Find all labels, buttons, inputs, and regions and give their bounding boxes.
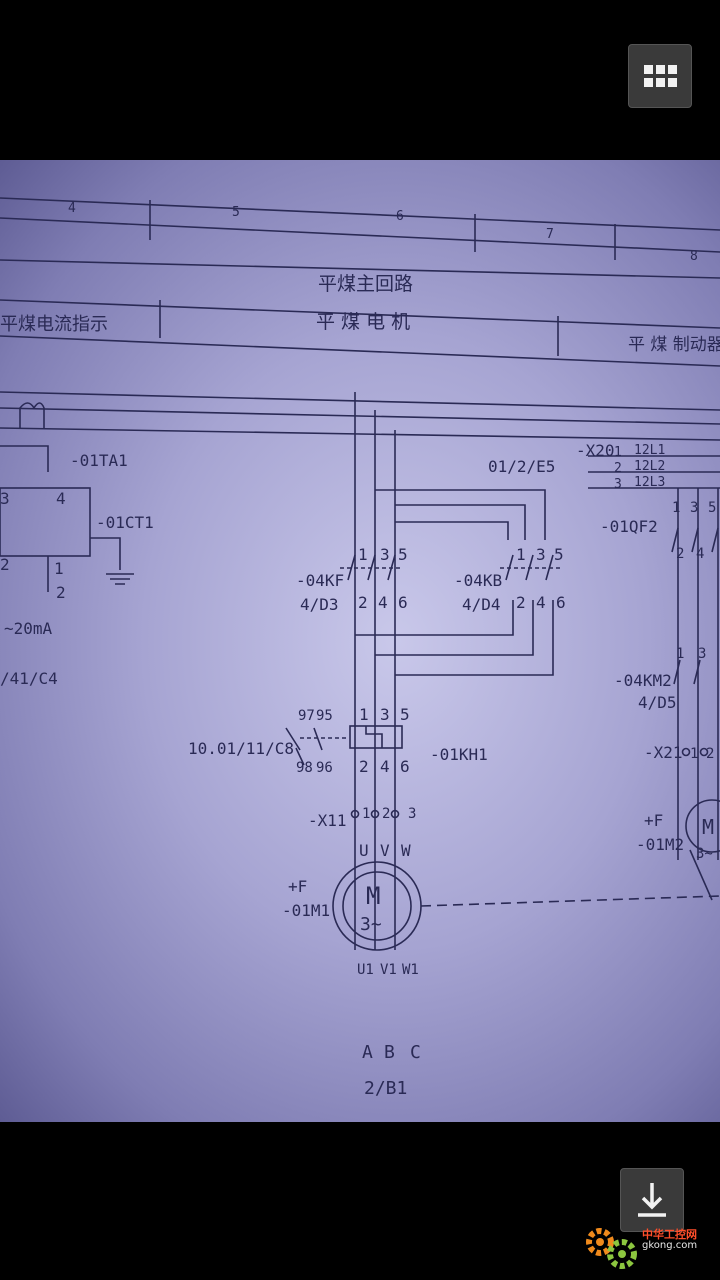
grid-number: 8 xyxy=(690,249,698,264)
label-kb-ref: 4/D4 xyxy=(462,595,501,614)
terminal-number: 2 xyxy=(516,593,526,612)
terminal-number: 3 xyxy=(614,477,622,492)
grid-menu-button[interactable] xyxy=(628,44,692,108)
terminal-number: 3 xyxy=(536,545,546,564)
phase-label: W xyxy=(401,841,411,860)
label-ref-top: 01/2/E5 xyxy=(488,457,555,476)
terminal-number: 2 xyxy=(614,461,622,476)
label-km2-ref: 4/D5 xyxy=(638,693,677,712)
schematic-photo: 4 5 6 7 8 平煤主回路 平煤电流指示 平 煤 电 机 平 煤 制动器 -… xyxy=(0,160,720,1122)
terminal-number: 2 xyxy=(706,746,714,762)
label-kf: -04KF xyxy=(296,571,344,590)
terminal-number: 3 xyxy=(380,545,390,564)
grid-number: 4 xyxy=(68,201,76,216)
site-watermark: 中华工控网 gkong.com xyxy=(580,1218,720,1274)
section-motor: 平 煤 电 机 xyxy=(316,311,410,333)
grid-number: 5 xyxy=(232,205,240,220)
ct-terminal: 2 xyxy=(0,555,10,574)
watermark-site-url: gkong.com xyxy=(642,1240,698,1251)
label-kh: -01KH1 xyxy=(430,745,488,764)
label-ta: -01TA1 xyxy=(70,451,128,470)
terminal-number: 4 xyxy=(380,757,390,776)
kh-contact-number: 97 xyxy=(298,708,315,724)
motor-terminal: W1 xyxy=(402,962,419,978)
line-label: A xyxy=(362,1042,373,1063)
terminal-number: 2 xyxy=(359,757,369,776)
motor-phase: 3~ xyxy=(696,846,713,862)
terminal-number: 4 xyxy=(378,593,388,612)
label-plus-f: +F xyxy=(288,877,307,896)
terminal-number: 6 xyxy=(398,593,408,612)
terminal-number: 3 xyxy=(698,646,706,662)
download-button[interactable] xyxy=(620,1168,684,1232)
terminal-number: 3 xyxy=(408,806,416,822)
motor-letter: M xyxy=(366,882,380,910)
terminal-number: 5 xyxy=(554,545,564,564)
label-range: ~20mA xyxy=(4,619,53,638)
terminal-number: 4 xyxy=(696,546,704,562)
ct-output: 2 xyxy=(56,583,66,602)
ct-terminal: 1 xyxy=(54,559,64,578)
motor-terminal: U1 xyxy=(357,962,374,978)
label-motor1: -01M1 xyxy=(282,901,330,920)
section-current-indicator: 平煤电流指示 xyxy=(0,314,108,335)
kh-contact-number: 98 xyxy=(296,760,313,776)
terminal-number: 1 xyxy=(358,545,368,564)
terminal-number: 1 xyxy=(672,500,680,516)
terminal-number: 6 xyxy=(400,757,410,776)
drawing-title: 平煤主回路 xyxy=(318,273,413,295)
terminal-number: 3 xyxy=(690,500,698,516)
line-label: C xyxy=(410,1042,421,1063)
ct-terminal: 3 xyxy=(0,489,10,508)
kh-contact-number: 95 xyxy=(316,708,333,724)
label-kh-ref: 10.01/11/C8 xyxy=(188,739,294,758)
terminal-number: 1 xyxy=(362,806,370,822)
label-x11: -X11 xyxy=(308,811,347,830)
terminal-number: 1 xyxy=(690,746,698,762)
download-arrow-icon xyxy=(638,1183,666,1217)
gear-logo-icon xyxy=(586,1228,637,1269)
label-ref-left: /41/C4 xyxy=(0,669,58,688)
watermark-site-name: 中华工控网 xyxy=(642,1228,697,1241)
terminal-number: 2 xyxy=(382,806,390,822)
terminal-number: 1 xyxy=(359,705,369,724)
label-x21: -X21 xyxy=(644,743,683,762)
phase-label: U xyxy=(359,841,369,860)
motor-phase: 3~ xyxy=(360,914,382,935)
label-km2: -04KM2 xyxy=(614,671,672,690)
label-ct: -01CT1 xyxy=(96,513,154,532)
kh-contact-number: 96 xyxy=(316,760,333,776)
motor-letter: M xyxy=(702,815,714,839)
grid-number: 7 xyxy=(546,227,554,242)
label-ref-bottom: 2/B1 xyxy=(364,1078,407,1099)
phase-label: V xyxy=(380,841,390,860)
terminal-number: 5 xyxy=(398,545,408,564)
terminal-number: 2 xyxy=(676,546,684,562)
terminal-number: 1 xyxy=(614,445,622,460)
circuit-diagram: 4 5 6 7 8 平煤主回路 平煤电流指示 平 煤 电 机 平 煤 制动器 -… xyxy=(0,197,720,1099)
ct-terminal: 4 xyxy=(56,489,66,508)
line-name: 12L1 xyxy=(634,443,665,458)
line-label: B xyxy=(384,1042,395,1063)
label-motor2: -01M2 xyxy=(636,835,684,854)
terminal-number: 1 xyxy=(516,545,526,564)
terminal-number: 5 xyxy=(400,705,410,724)
label-qf2: -01QF2 xyxy=(600,517,658,536)
grid-number: 6 xyxy=(396,209,404,224)
terminal-number: 4 xyxy=(536,593,546,612)
label-kf-ref: 4/D3 xyxy=(300,595,339,614)
terminal-number: 1 xyxy=(676,646,684,662)
line-name: 12L2 xyxy=(634,459,665,474)
label-x20: -X20 xyxy=(576,441,615,460)
line-name: 12L3 xyxy=(634,475,665,490)
motor-terminal: V1 xyxy=(380,962,397,978)
label-plus-f2: +F xyxy=(644,811,663,830)
terminal-number: 3 xyxy=(380,705,390,724)
terminal-number: 5 xyxy=(708,500,716,516)
label-kb: -04KB xyxy=(454,571,502,590)
terminal-number: 6 xyxy=(556,593,566,612)
terminal-number: 2 xyxy=(358,593,368,612)
section-brake: 平 煤 制动器 xyxy=(628,335,720,355)
